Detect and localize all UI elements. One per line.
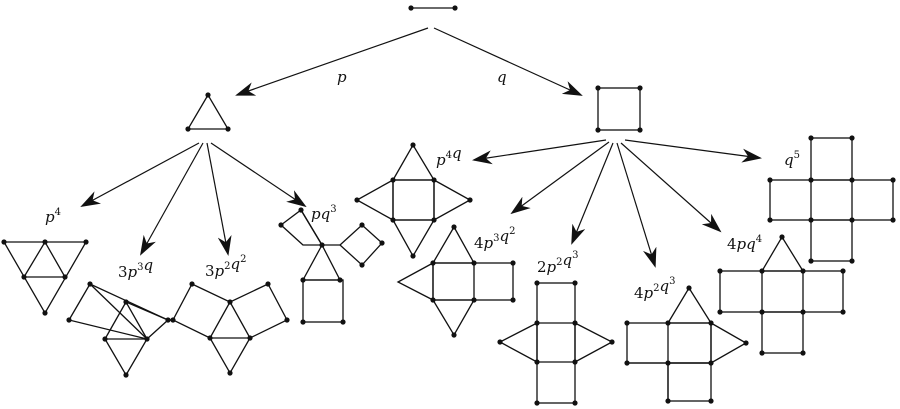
formula-coefficient: 4 [727, 235, 737, 253]
formula-exponent: 4 [55, 207, 61, 218]
figure-4pq4 [717, 234, 846, 356]
formula-coefficient: 4 [634, 284, 644, 302]
figure-3p3q [66, 281, 171, 378]
formula-variable: q [321, 205, 331, 223]
figure-p4q [354, 142, 473, 259]
formula-variable: p [547, 258, 557, 276]
triangle-arrows [80, 142, 307, 256]
formula-exponent: 2 [224, 261, 230, 272]
formula-exponent: 5 [794, 150, 800, 161]
figure-q5 [767, 135, 896, 264]
figure-2p2q3 [497, 280, 615, 406]
formula-variable: q [563, 251, 573, 269]
formula-exponent: 3 [137, 262, 143, 273]
root-arrows [235, 27, 583, 96]
formula-label-tri2sq: 3p2q2 [205, 254, 247, 280]
figure-4p3q2 [396, 224, 516, 338]
formula-variable: q [660, 277, 670, 295]
formula-variable: p [484, 234, 494, 252]
formula-exponent: 3 [330, 204, 336, 215]
edge-label-q: q [497, 68, 507, 86]
formula-exponent: 3 [669, 276, 675, 287]
formula-label-tri4: p4 [45, 207, 61, 226]
formula-variable: p [45, 208, 55, 226]
formula-label-tri3sq: 3p3q [118, 256, 153, 281]
square-arrows [472, 139, 762, 268]
formula-label-sq3tri2a: 2p2q3 [537, 250, 579, 276]
triangle-figure [185, 92, 231, 132]
formula-exponent: 4 [756, 234, 762, 245]
formula-variable: q [144, 256, 154, 274]
formula-exponent: 2 [653, 283, 659, 294]
formula-variable: p [644, 284, 654, 302]
formula-variable: q [746, 235, 756, 253]
edge-label-p: p [337, 68, 347, 86]
formula-variable: q [231, 255, 241, 273]
formula-variable: q [500, 227, 510, 245]
formula-label-sq1tri4: p4q [436, 144, 462, 169]
formula-exponent: 4 [446, 150, 452, 161]
formula-variable: q [784, 151, 794, 169]
figure-pq3 [278, 207, 385, 325]
formula-variable: q [452, 144, 462, 162]
formula-variable: p [128, 263, 138, 281]
formula-exponent: 3 [572, 250, 578, 261]
figure-3p2q2 [170, 281, 290, 376]
formula-coefficient: 3 [118, 263, 128, 281]
formula-label-sq5: q5 [784, 150, 800, 169]
formula-variable: p [311, 205, 321, 223]
formula-exponent: 2 [509, 226, 515, 237]
formula-label-sq4tri1: 4pq4 [727, 234, 762, 253]
formula-coefficient: 2 [537, 258, 547, 276]
formula-variable: p [215, 262, 225, 280]
figure-p4 [1, 239, 89, 316]
arrow-to-triangle [235, 27, 429, 96]
arrow-to-square [433, 27, 583, 96]
formula-exponent: 2 [556, 257, 562, 268]
formula-label-sq3tri2b: 4p2q3 [634, 276, 676, 302]
formula-exponent: 3 [493, 233, 499, 244]
square-figure [595, 85, 643, 133]
formula-label-tri1sq: pq3 [311, 204, 337, 223]
formula-exponent: 2 [240, 254, 246, 265]
formula-coefficient: 4 [474, 234, 484, 252]
formula-variable: p [436, 151, 446, 169]
formula-coefficient: 3 [205, 262, 215, 280]
root-edge-figure [408, 5, 458, 11]
formula-variable: p [737, 235, 747, 253]
formula-label-sq2tri3: 4p3q2 [474, 226, 516, 252]
figure-4p2q3 [624, 285, 749, 404]
